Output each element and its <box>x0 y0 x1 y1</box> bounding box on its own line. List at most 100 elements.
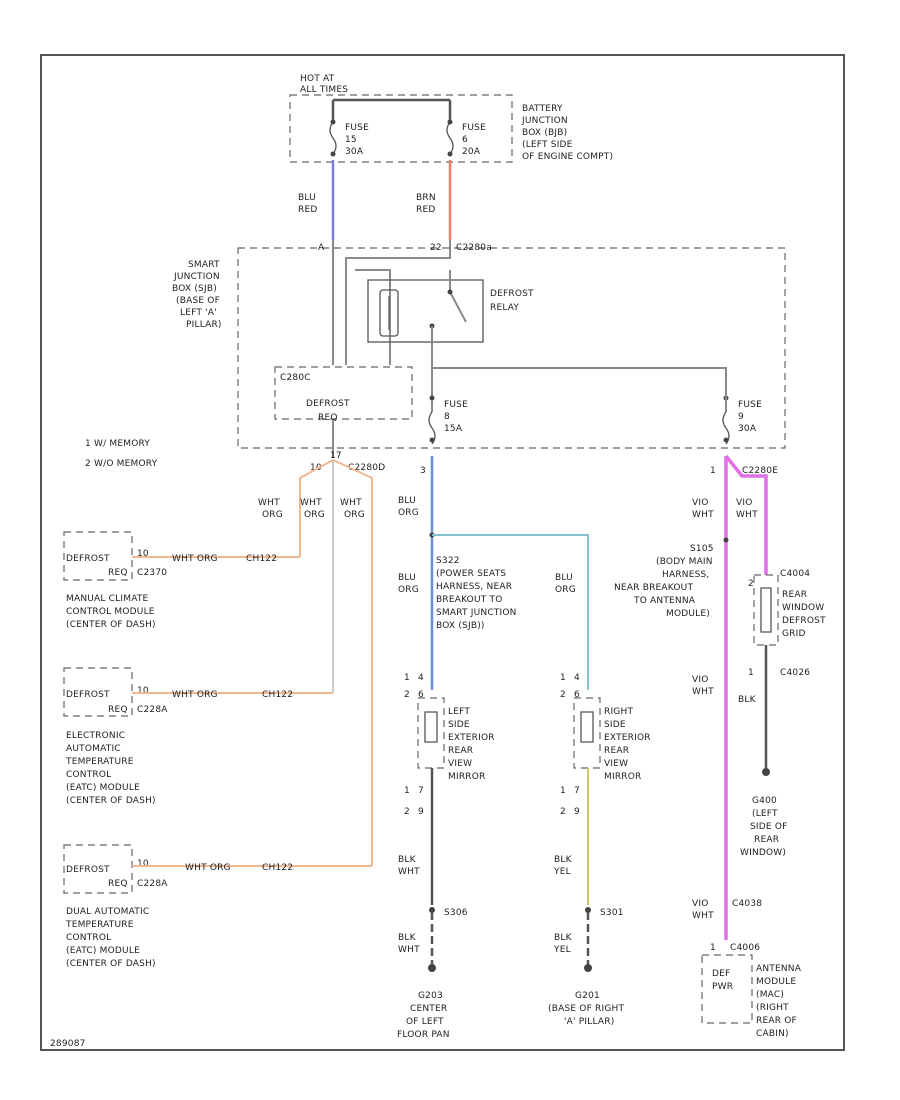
svg-text:DEFROST: DEFROST <box>66 690 110 700</box>
svg-text:C2280a: C2280a <box>456 243 492 253</box>
svg-text:REQ: REQ <box>318 413 338 423</box>
svg-text:CONTROL MODULE: CONTROL MODULE <box>66 607 155 617</box>
svg-text:SMART JUNCTION: SMART JUNCTION <box>436 608 517 618</box>
svg-text:'A' PILLAR): 'A' PILLAR) <box>564 1017 614 1027</box>
antenna-module <box>701 954 753 1024</box>
dual-eatc-module <box>63 844 133 894</box>
svg-text:C4006: C4006 <box>730 943 760 953</box>
svg-text:REAR: REAR <box>448 746 473 756</box>
eatc-module <box>63 667 133 717</box>
svg-text:FUSE: FUSE <box>345 123 369 133</box>
legend-line-1: 1 W/ MEMORY <box>85 439 150 449</box>
svg-text:CONTROL: CONTROL <box>66 770 111 780</box>
svg-text:WINDOW: WINDOW <box>782 603 824 613</box>
svg-text:BLK: BLK <box>398 933 417 943</box>
hot-at-label-2: ALL TIMES <box>300 85 348 95</box>
svg-text:2: 2 <box>560 807 566 817</box>
svg-text:CH122: CH122 <box>262 690 293 700</box>
right-mirror <box>573 697 601 769</box>
svg-text:JUNCTION: JUNCTION <box>521 116 568 126</box>
svg-text:DUAL AUTOMATIC: DUAL AUTOMATIC <box>66 907 149 917</box>
right-mirror-label: RIGHT SIDE EXTERIOR REAR VIEW MIRROR <box>604 707 651 782</box>
svg-text:ELECTRONIC: ELECTRONIC <box>66 731 125 741</box>
svg-text:6: 6 <box>462 135 468 145</box>
svg-text:RIGHT: RIGHT <box>604 707 633 717</box>
svg-text:(LEFT SIDE: (LEFT SIDE <box>522 140 573 150</box>
svg-text:VIO: VIO <box>692 675 709 685</box>
svg-text:3: 3 <box>420 466 426 476</box>
svg-text:S306: S306 <box>444 908 468 918</box>
svg-text:10: 10 <box>137 686 149 696</box>
svg-text:WHT: WHT <box>398 867 420 877</box>
svg-text:C228A: C228A <box>137 705 168 715</box>
svg-text:BLU: BLU <box>298 193 316 203</box>
svg-text:REAR: REAR <box>782 590 807 600</box>
svg-text:OF LEFT: OF LEFT <box>406 1017 444 1027</box>
left-mirror <box>417 697 445 769</box>
svg-text:(BASE OF: (BASE OF <box>176 296 220 306</box>
sjb-defrost-module <box>274 366 413 420</box>
svg-text:2: 2 <box>560 690 566 700</box>
svg-text:6: 6 <box>574 690 580 700</box>
smart-junction-box <box>237 247 786 449</box>
svg-text:(EATC) MODULE: (EATC) MODULE <box>66 946 140 956</box>
svg-text:WHT: WHT <box>258 498 280 508</box>
svg-text:DEFROST: DEFROST <box>782 616 826 626</box>
svg-text:FUSE: FUSE <box>462 123 486 133</box>
svg-text:DEFROST: DEFROST <box>306 399 350 409</box>
svg-text:15A: 15A <box>444 424 463 434</box>
fuse-15: FUSE 15 30A <box>329 100 369 157</box>
svg-text:SMART: SMART <box>188 260 220 270</box>
svg-text:DEF: DEF <box>712 969 730 979</box>
svg-text:ORG: ORG <box>344 510 365 520</box>
svg-text:BLU: BLU <box>398 573 416 583</box>
dual-eatc-label: DUAL AUTOMATIC TEMPERATURE CONTROL (EATC… <box>65 907 156 969</box>
svg-text:SIDE: SIDE <box>604 720 626 730</box>
svg-text:S301: S301 <box>600 908 624 918</box>
svg-text:1: 1 <box>710 943 716 953</box>
svg-text:PWR: PWR <box>712 982 733 992</box>
svg-text:BOX (SJB)): BOX (SJB)) <box>436 621 485 631</box>
svg-text:(BODY MAIN: (BODY MAIN <box>656 557 713 567</box>
svg-text:C228A: C228A <box>137 879 168 889</box>
ground-g400 <box>762 768 770 776</box>
svg-text:4: 4 <box>418 673 424 683</box>
manual-climate-module <box>63 531 133 581</box>
footer-code: 289087 <box>50 1039 86 1049</box>
svg-text:MIRROR: MIRROR <box>604 772 641 782</box>
svg-text:DEFROST: DEFROST <box>66 554 110 564</box>
svg-text:TEMPERATURE: TEMPERATURE <box>65 920 134 930</box>
svg-text:RED: RED <box>416 205 435 215</box>
splice-s322-label: S322 (POWER SEATS HARNESS, NEAR BREAKOUT… <box>436 556 517 631</box>
antenna-module-label: ANTENNA MODULE (MAC) (RIGHT REAR OF CABI… <box>756 964 802 1039</box>
svg-text:10: 10 <box>310 463 322 473</box>
svg-text:JUNCTION: JUNCTION <box>173 272 220 282</box>
svg-text:WINDOW): WINDOW) <box>740 848 786 858</box>
svg-text:1: 1 <box>560 786 566 796</box>
svg-text:ORG: ORG <box>398 585 419 595</box>
svg-text:CH122: CH122 <box>246 554 277 564</box>
svg-text:BOX (BJB): BOX (BJB) <box>522 128 567 138</box>
left-mirror-label: LEFT SIDE EXTERIOR REAR VIEW MIRROR <box>448 707 495 782</box>
svg-text:WHT ORG: WHT ORG <box>172 554 218 564</box>
rear-defrost-grid <box>753 574 779 646</box>
svg-text:WHT ORG: WHT ORG <box>185 863 231 873</box>
svg-text:WHT ORG: WHT ORG <box>172 690 218 700</box>
eatc-label: ELECTRONIC AUTOMATIC TEMPERATURE CONTROL… <box>65 731 156 806</box>
svg-text:1: 1 <box>748 668 754 678</box>
svg-text:SIDE: SIDE <box>448 720 470 730</box>
svg-text:ANTENNA: ANTENNA <box>756 964 802 974</box>
svg-text:DEFROST: DEFROST <box>490 289 534 299</box>
svg-text:REAR: REAR <box>754 835 779 845</box>
svg-text:RED: RED <box>298 205 317 215</box>
svg-text:WHT: WHT <box>340 498 362 508</box>
svg-text:CABIN): CABIN) <box>756 1029 789 1039</box>
svg-text:4: 4 <box>574 673 580 683</box>
svg-text:C2280E: C2280E <box>742 466 778 476</box>
svg-text:BRN: BRN <box>416 193 436 203</box>
svg-text:(RIGHT: (RIGHT <box>756 1003 789 1013</box>
svg-text:2: 2 <box>404 690 410 700</box>
svg-text:REAR: REAR <box>604 746 629 756</box>
svg-text:FLOOR PAN: FLOOR PAN <box>397 1030 450 1040</box>
svg-text:(LEFT: (LEFT <box>752 809 778 819</box>
